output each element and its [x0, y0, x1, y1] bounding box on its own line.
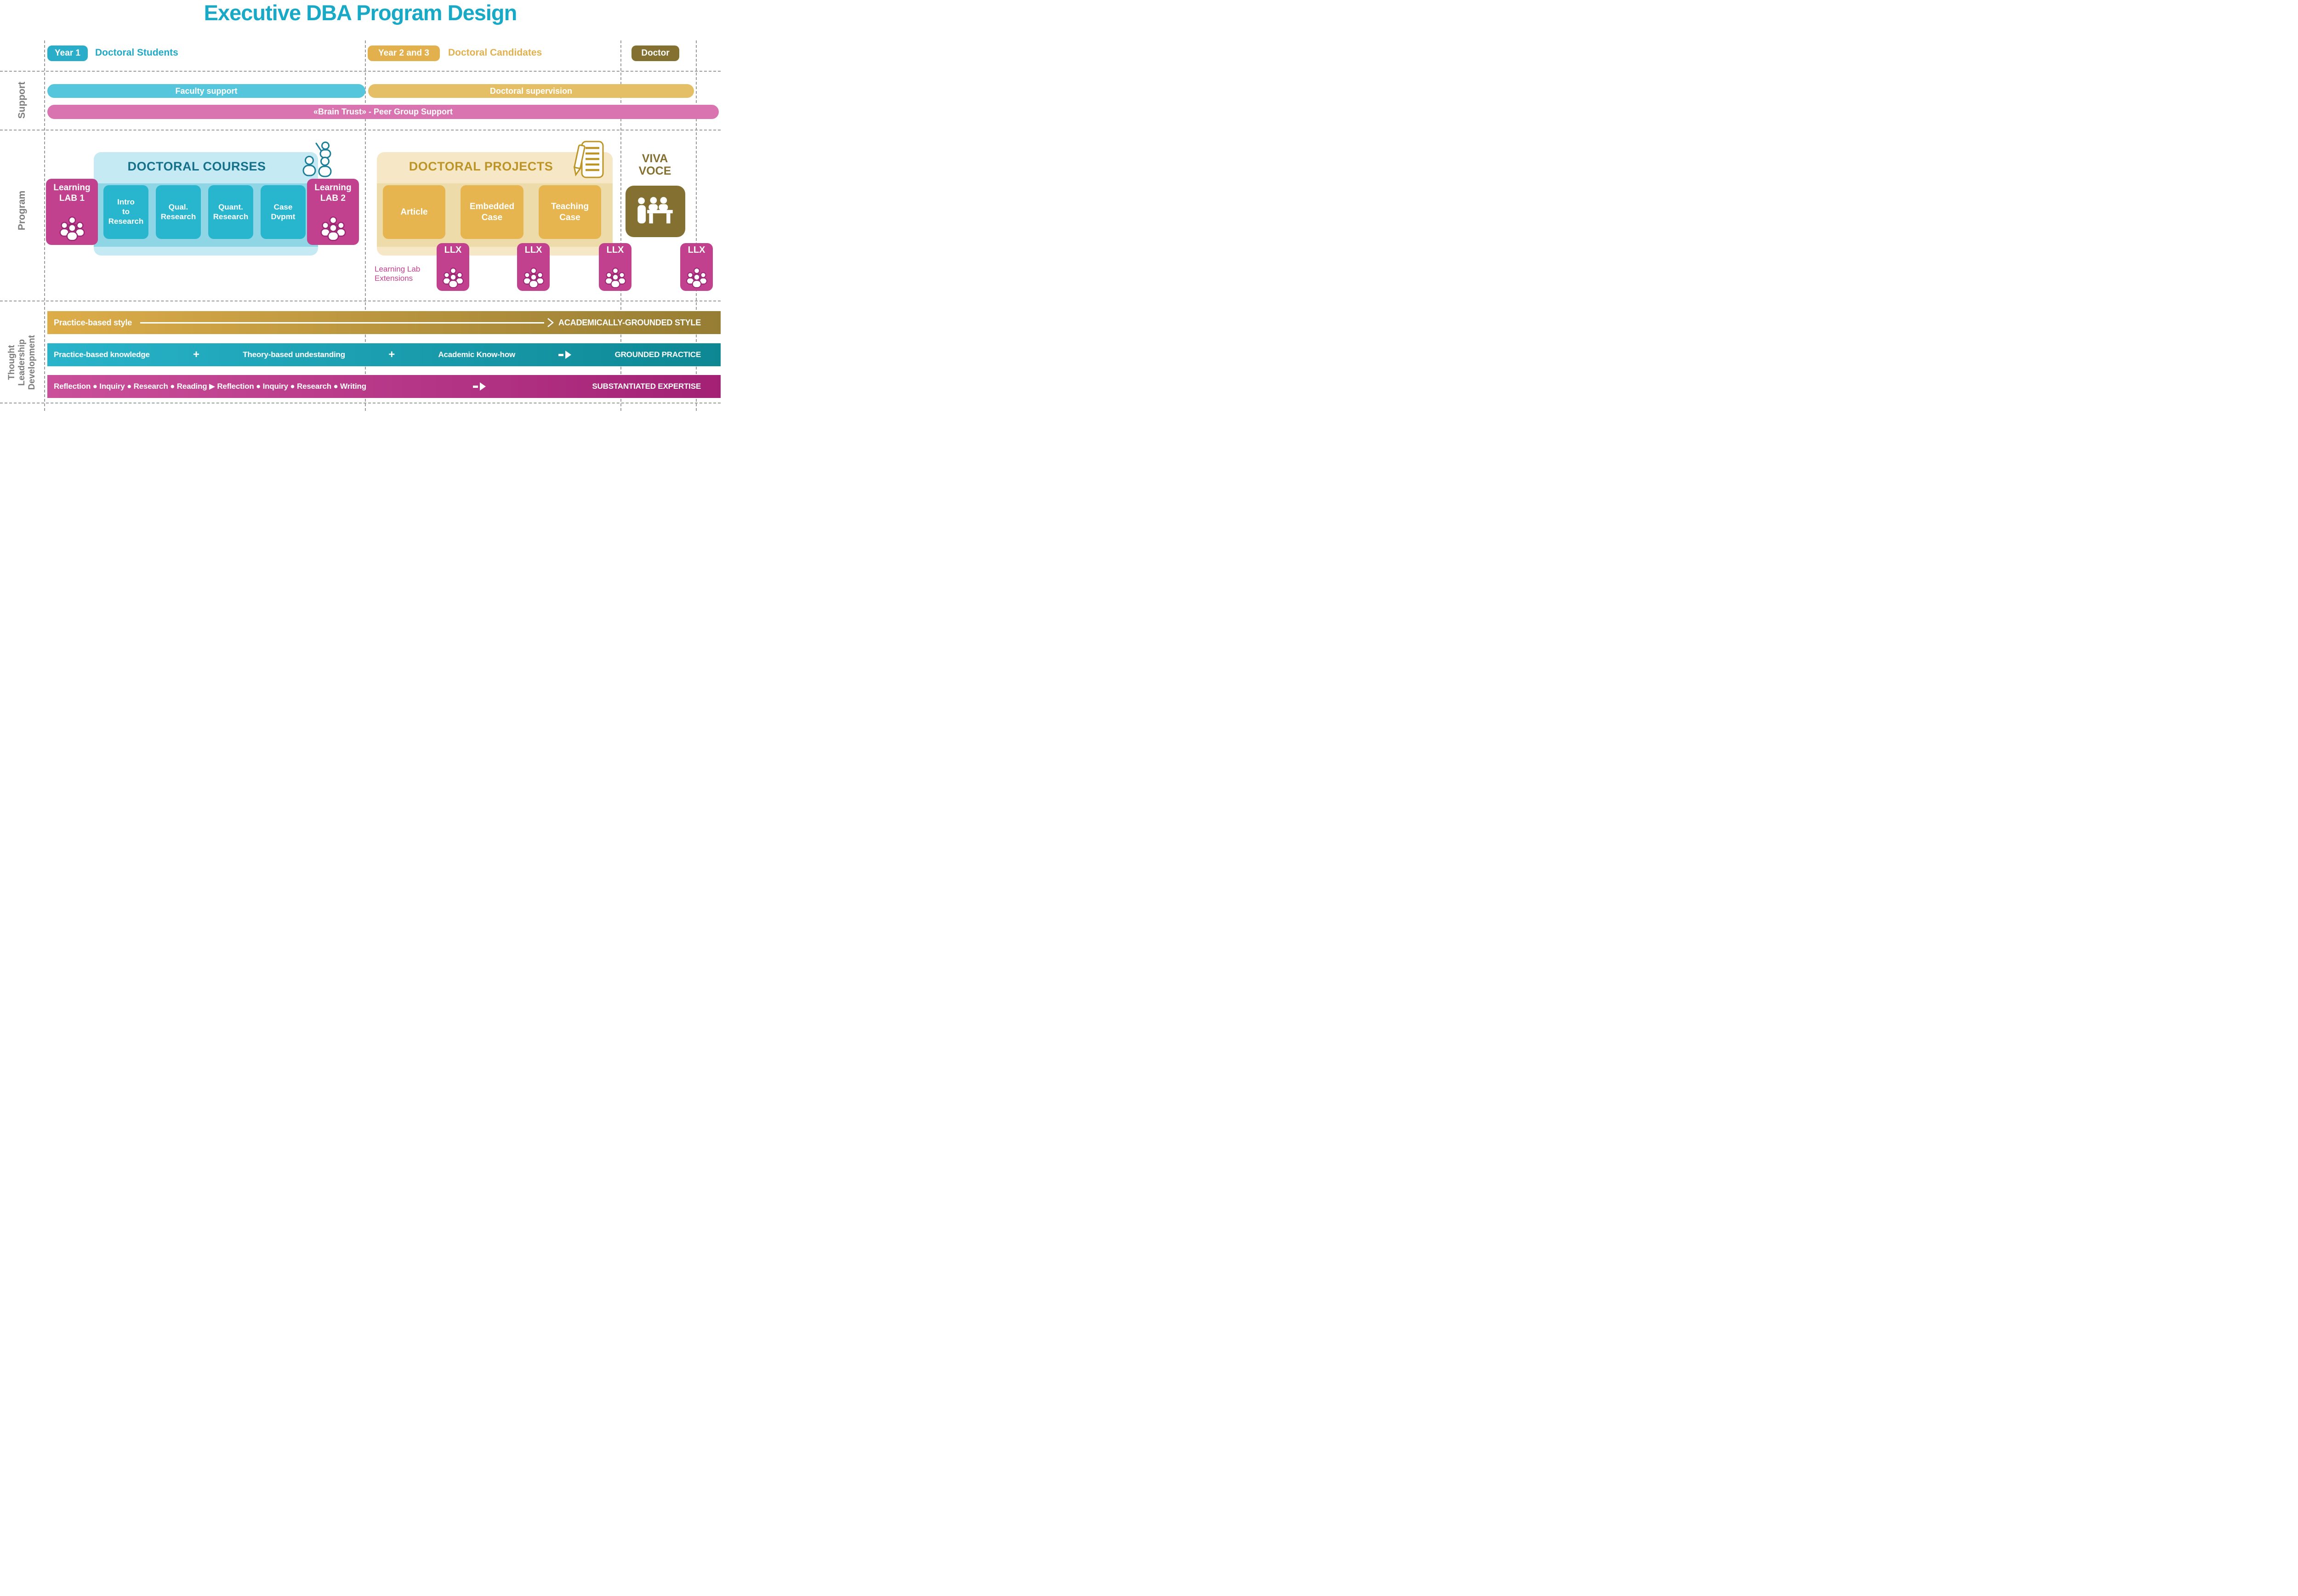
year23-label: Doctoral Candidates — [448, 47, 542, 58]
llx-box-4: LLX — [680, 243, 713, 291]
instructor-icon — [297, 140, 336, 180]
doctor-badge: Doctor — [631, 45, 679, 61]
dashed-divider-horizontal — [0, 130, 721, 131]
llx-box-1: LLX — [437, 243, 469, 291]
project-box-embedded: Embedded Case — [461, 185, 523, 239]
dashed-divider-vertical — [696, 40, 697, 411]
course-box-qual: Qual. Research — [156, 185, 201, 239]
llx-box-2: LLX — [517, 243, 550, 291]
year1-label: Doctoral Students — [95, 47, 178, 58]
viva-voce-box — [626, 186, 685, 237]
expertise-arrow: Reflection ● Inquiry ● Research ● Readin… — [47, 375, 721, 398]
faculty-support-bar: Faculty support — [47, 84, 365, 98]
doctoral-supervision-bar: Doctoral supervision — [368, 84, 694, 98]
dashed-divider-vertical — [44, 40, 45, 411]
progress-line — [140, 322, 544, 324]
knowledge-seg-2: Theory-based undestanding — [243, 350, 345, 359]
people-group-icon — [603, 266, 627, 289]
dash-arrow-icon — [558, 351, 571, 359]
learning-lab-2: Learning LAB 2 — [307, 179, 359, 245]
course-box-quant: Quant. Research — [208, 185, 253, 239]
open-arrowhead-icon — [547, 318, 554, 328]
year1-badge: Year 1 — [47, 45, 88, 61]
llx-caption: Learning Lab Extensions — [375, 265, 421, 283]
dash-arrow-icon — [473, 382, 486, 391]
people-group-icon — [685, 266, 709, 289]
document-pencil-icon — [573, 140, 606, 181]
plus-icon: + — [193, 348, 200, 361]
style-arrow-left-label: Practice-based style — [54, 318, 132, 327]
knowledge-seg-1: Practice-based knowledge — [54, 350, 150, 359]
viva-panel-icon — [635, 194, 676, 228]
doctoral-courses-title: DOCTORAL COURSES — [127, 159, 266, 173]
expertise-sequence: Reflection ● Inquiry ● Research ● Readin… — [54, 382, 366, 391]
llx-box-3: LLX — [599, 243, 631, 291]
year23-badge: Year 2 and 3 — [368, 45, 440, 61]
page-title: Executive DBA Program Design — [204, 0, 518, 25]
infographic-canvas: Executive DBA Program Design Support Pro… — [0, 0, 721, 411]
dashed-divider-vertical — [365, 40, 366, 411]
people-group-icon — [58, 215, 86, 242]
dashed-divider-vertical — [620, 40, 621, 411]
row-label-thought: Thought Leadership Development — [7, 335, 37, 390]
doctoral-projects-title: DOCTORAL PROJECTS — [409, 159, 553, 173]
people-group-icon — [319, 215, 347, 242]
row-label-support: Support — [16, 81, 27, 119]
knowledge-result-label: GROUNDED PRACTICE — [614, 350, 701, 359]
knowledge-arrow: Practice-based knowledge + Theory-based … — [47, 343, 721, 366]
project-box-article: Article — [383, 185, 445, 239]
people-group-icon — [441, 266, 465, 289]
brain-trust-bar: «Brain Trust» - Peer Group Support — [47, 105, 719, 119]
plus-icon: + — [388, 348, 395, 361]
learning-lab-1: Learning LAB 1 — [46, 179, 98, 245]
course-box-case: Case Dvpmt — [261, 185, 306, 239]
people-group-icon — [522, 266, 546, 289]
style-arrow: Practice-based style ACADEMICALLY-GROUND… — [47, 311, 721, 334]
knowledge-seg-3: Academic Know-how — [438, 350, 516, 359]
dashed-divider-horizontal — [0, 71, 721, 72]
viva-voce-title: VIVA VOCE — [638, 152, 671, 177]
row-label-program: Program — [16, 190, 27, 230]
project-box-teaching: Teaching Case — [539, 185, 601, 239]
expertise-result-label: SUBSTANTIATED EXPERTISE — [592, 382, 701, 391]
style-arrow-result-label: ACADEMICALLY-GROUNDED STYLE — [558, 318, 701, 327]
course-box-intro: Intro to Research — [103, 185, 148, 239]
